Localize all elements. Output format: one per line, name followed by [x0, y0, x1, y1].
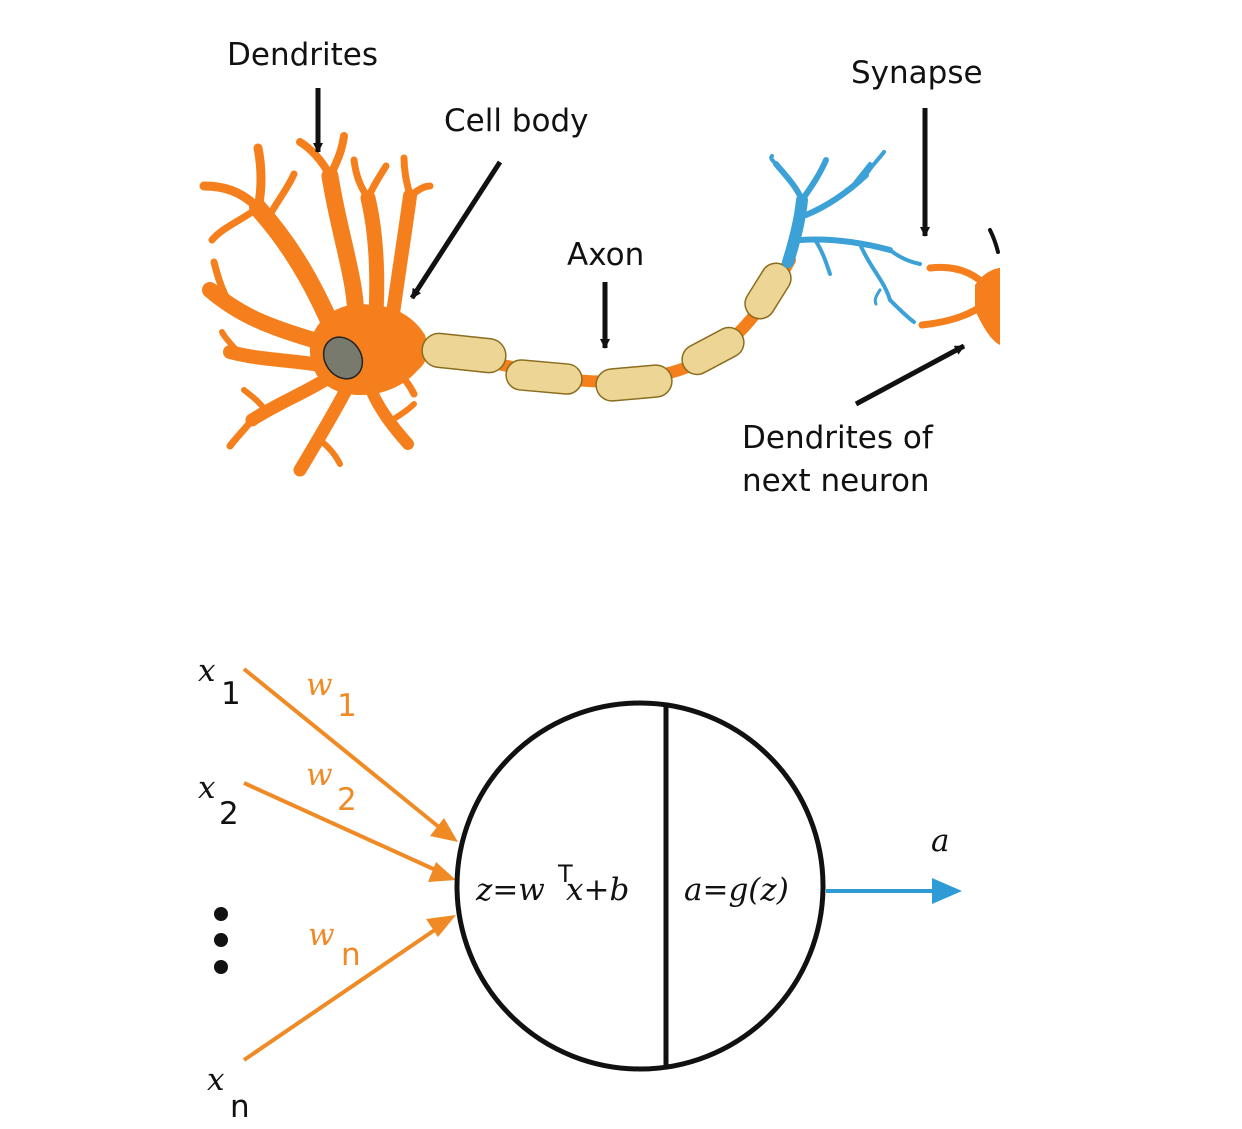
linear-formula-right: x+b	[566, 872, 629, 908]
next-neuron-body	[975, 268, 1000, 345]
weight-w2-var: w	[306, 757, 333, 793]
weight-w1-sub: 1	[337, 688, 357, 724]
artificial-neuron: x 1 x 2 x n w 1 w 2 w n z=w T x+b a=g(z)…	[198, 653, 962, 1125]
biological-neuron: Dendrites Cell body Axon Synapse Dendrit…	[199, 37, 1000, 499]
weight-wn-sub: n	[341, 937, 361, 973]
nucleus	[322, 336, 364, 380]
weight-w2-sub: 2	[337, 782, 357, 818]
output-arrow-head	[932, 878, 962, 904]
myelin-sheath	[421, 262, 792, 402]
label-next-dendrites-1: Dendrites of	[742, 420, 934, 456]
label-dendrites: Dendrites	[227, 37, 378, 73]
label-next-dendrites-2: next neuron	[742, 463, 930, 499]
arrow-next-dendrites	[854, 343, 966, 407]
arrow-cell-body	[409, 160, 503, 300]
input-x1-var: x	[198, 653, 216, 689]
neuron-circle	[454, 700, 826, 1072]
linear-formula-sup: T	[557, 860, 573, 888]
dendrites	[199, 132, 434, 477]
output-label: a	[931, 823, 949, 859]
input-x2-var: x	[198, 770, 216, 806]
input-xn-var: x	[207, 1062, 225, 1098]
activation-formula: a=g(z)	[684, 872, 789, 908]
axon-terminals	[769, 150, 922, 324]
weight-arrows	[242, 667, 458, 1062]
input-x1-sub: 1	[221, 676, 241, 712]
label-axon: Axon	[567, 237, 644, 273]
label-cell-body: Cell body	[444, 103, 588, 139]
weight-wn-var: w	[308, 917, 335, 953]
ellipsis-dots	[214, 907, 228, 974]
weight-w1-var: w	[306, 667, 333, 703]
linear-formula-left: z=w	[475, 872, 545, 908]
input-xn-sub: n	[230, 1089, 250, 1125]
label-synapse: Synapse	[851, 55, 983, 91]
input-x2-sub: 2	[219, 796, 239, 832]
